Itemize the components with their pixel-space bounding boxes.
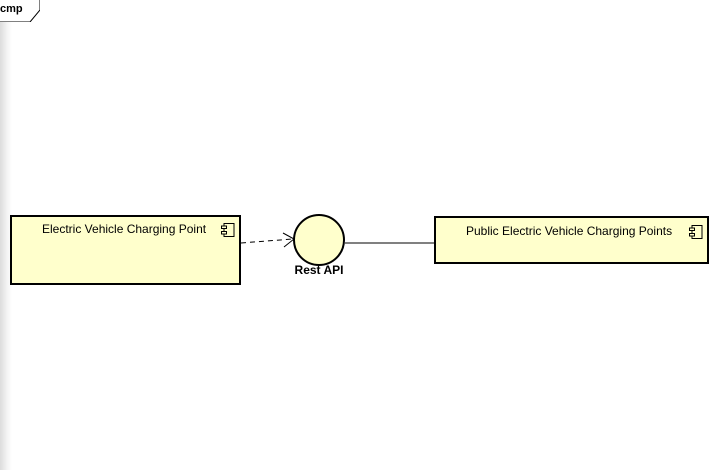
canvas-left-edge [0,0,12,470]
component-ev-charging-point[interactable]: Electric Vehicle Charging Point [10,215,241,285]
uml-component-icon [689,225,703,239]
dependency-line[interactable] [240,238,294,244]
frame-label: cmp [0,3,23,15]
component-public-ev-charging-points[interactable]: Public Electric Vehicle Charging Points [434,216,709,264]
frame-tab [0,0,40,22]
uml-component-icon [221,223,235,237]
dependency-arrowhead [282,232,295,248]
component-name: Electric Vehicle Charging Point [42,222,207,236]
rest-api-interface-circle[interactable] [293,214,345,266]
component-name: Public Electric Vehicle Charging Points [466,224,673,238]
rest-api-label: Rest API [294,263,344,277]
